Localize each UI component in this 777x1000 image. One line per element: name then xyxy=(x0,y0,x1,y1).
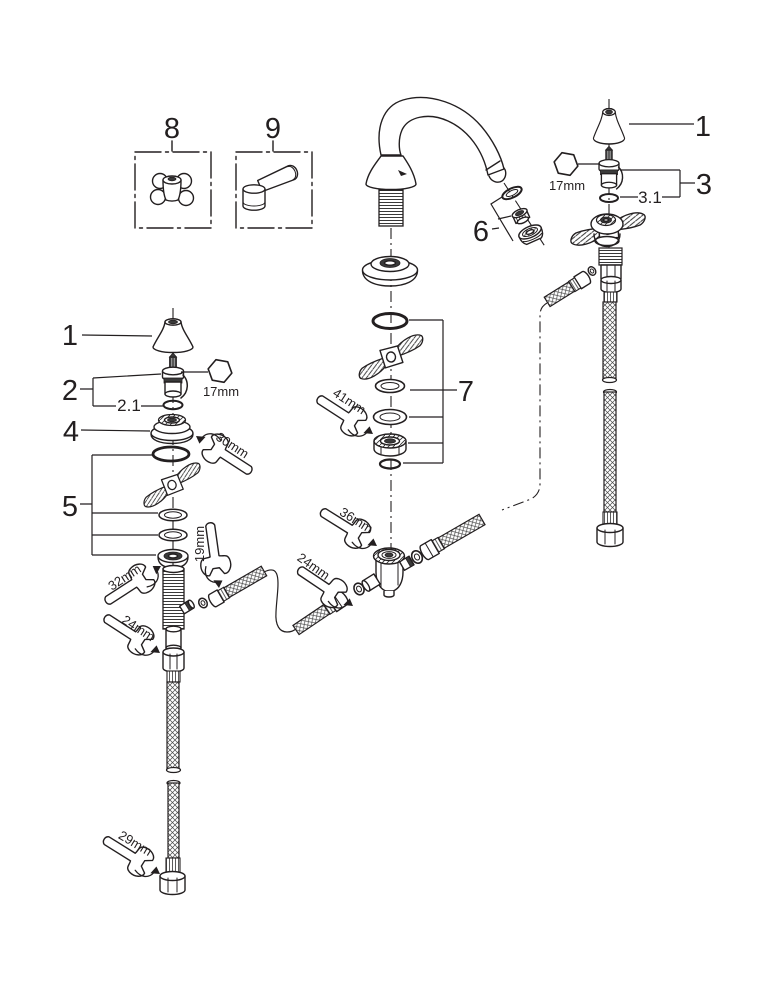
side-hose-short xyxy=(207,565,268,608)
handle-cap xyxy=(592,107,626,145)
callout-9: 9 xyxy=(265,113,281,145)
callout-3: 3 xyxy=(696,169,712,201)
callout-6: 6 xyxy=(473,216,489,248)
o-ring xyxy=(151,445,191,463)
washer xyxy=(158,508,188,522)
aerator-housing xyxy=(518,224,544,246)
left-valve-stack: 1 17mm 2 2.1 4 30mm xyxy=(62,318,268,896)
cross-handle-icon xyxy=(149,172,195,207)
hex-size-left: 17mm xyxy=(203,384,239,399)
center-fastening-set: 7 xyxy=(354,312,474,470)
callout-1-left-group: 1 xyxy=(62,320,153,352)
hex-size-right: 17mm xyxy=(549,178,585,193)
wrench-size-19: 19mm xyxy=(192,526,207,562)
side-hose xyxy=(543,270,592,308)
washer xyxy=(372,408,408,426)
callout-1-left: 1 xyxy=(62,320,78,352)
callout-2-group: 2 2.1 xyxy=(62,373,163,415)
callout-1-right-group: 1 xyxy=(629,111,711,143)
spout-shank-threads xyxy=(378,189,404,227)
mounting-nut xyxy=(373,433,407,457)
hose-to-t-right xyxy=(419,513,486,561)
wrench-icon-24mm-left xyxy=(95,603,169,667)
valve-shank xyxy=(598,247,623,280)
o-ring-small xyxy=(378,458,402,470)
dome-nut xyxy=(150,413,194,445)
t-connector xyxy=(361,547,415,598)
hose-routing-line xyxy=(501,302,548,511)
spout xyxy=(365,96,507,227)
callout-2-1: 2.1 xyxy=(117,396,141,415)
option-box-cross-handle: 8 xyxy=(134,113,212,229)
callout-8: 8 xyxy=(164,113,180,145)
t-right-washer xyxy=(410,549,424,565)
valve-cartridge xyxy=(161,352,189,399)
aerator-insert xyxy=(511,207,531,225)
callout-5: 5 xyxy=(62,491,78,523)
hex-symbol-right xyxy=(551,150,581,178)
valve-dome xyxy=(590,213,624,248)
port-washer xyxy=(197,597,209,609)
callout-4: 4 xyxy=(63,416,79,448)
threaded-shank xyxy=(162,564,185,630)
washer xyxy=(374,378,406,394)
shank-lower-cylinder xyxy=(165,625,182,652)
side-port xyxy=(178,599,195,615)
supply-hose-right xyxy=(596,301,624,548)
callout-7-group: 7 xyxy=(403,319,474,464)
callout-3-group: 3 3.1 xyxy=(620,169,712,207)
spout-tip-washer xyxy=(501,185,523,201)
t-left-washer xyxy=(353,582,365,596)
callout-6-group: 6 xyxy=(473,196,514,248)
cartridge-o-ring xyxy=(162,399,184,411)
callout-7: 7 xyxy=(458,376,474,408)
escutcheon xyxy=(361,255,419,287)
supply-hose-left xyxy=(159,647,186,896)
callout-4-group: 4 xyxy=(63,416,151,448)
right-valve-assembly: 1 17mm 3 3.1 xyxy=(543,107,712,548)
lever-handle-icon xyxy=(242,164,299,211)
callout-5-group: 5 xyxy=(62,454,158,556)
option-box-lever-handle: 9 xyxy=(235,113,313,229)
hose-routing-curve xyxy=(263,569,297,633)
cartridge-o-ring xyxy=(599,193,619,203)
spout-bell xyxy=(365,155,417,191)
o-ring xyxy=(371,312,409,330)
port-washer xyxy=(587,266,597,276)
hose-nut xyxy=(600,275,622,303)
mounting-wing-washer xyxy=(137,461,207,509)
hex-symbol-left xyxy=(205,357,235,385)
spout-assembly: 6 xyxy=(361,96,544,287)
callout-2: 2 xyxy=(62,375,78,407)
valve-cartridge xyxy=(598,145,624,190)
washer xyxy=(158,528,188,542)
callout-3-1: 3.1 xyxy=(638,188,662,207)
handle-cap xyxy=(152,318,194,354)
callout-1-right: 1 xyxy=(695,111,711,143)
